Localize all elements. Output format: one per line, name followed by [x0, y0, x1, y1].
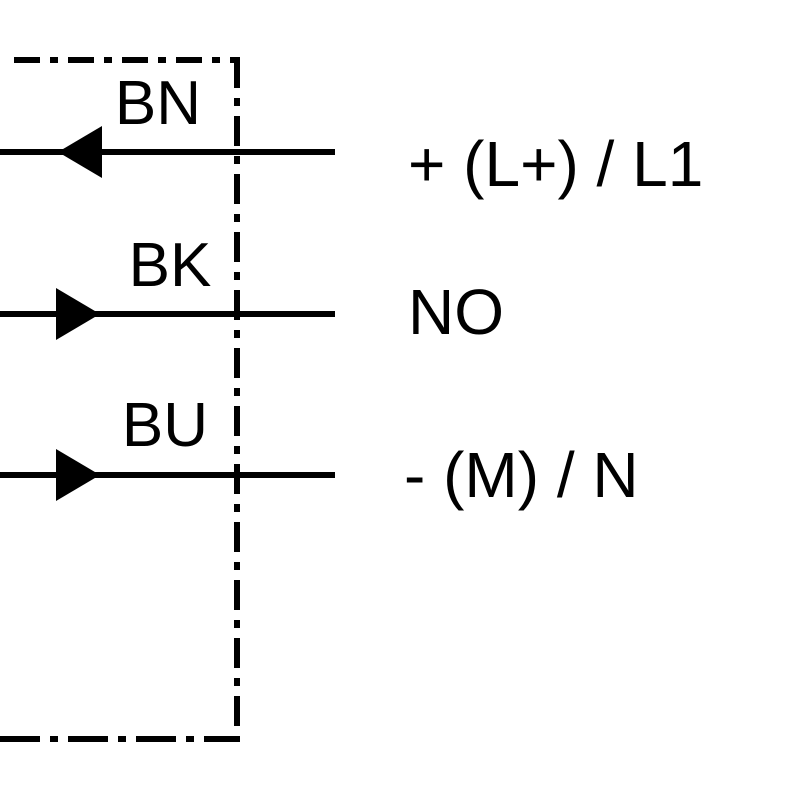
wire-bu-color-code: BU — [122, 391, 208, 460]
device-housing-boundary — [0, 57, 240, 742]
wire-bu-terminal-label: - (M) / N — [404, 439, 639, 511]
wire-bk-terminal-label: NO — [408, 276, 504, 348]
wire-bk-color-code: BK — [129, 231, 212, 300]
wire-bu: BU - (M) / N — [0, 391, 639, 511]
wire-bn-terminal-label: + (L+) / L1 — [408, 128, 703, 200]
wire-bk-arrow-right-icon — [56, 288, 100, 340]
wire-bn-color-code: BN — [115, 69, 201, 138]
wire-bu-arrow-right-icon — [56, 449, 100, 501]
wire-bk: BK NO — [0, 231, 504, 348]
wire-bn: BN + (L+) / L1 — [0, 69, 703, 200]
wire-bn-arrow-left-icon — [58, 126, 102, 178]
